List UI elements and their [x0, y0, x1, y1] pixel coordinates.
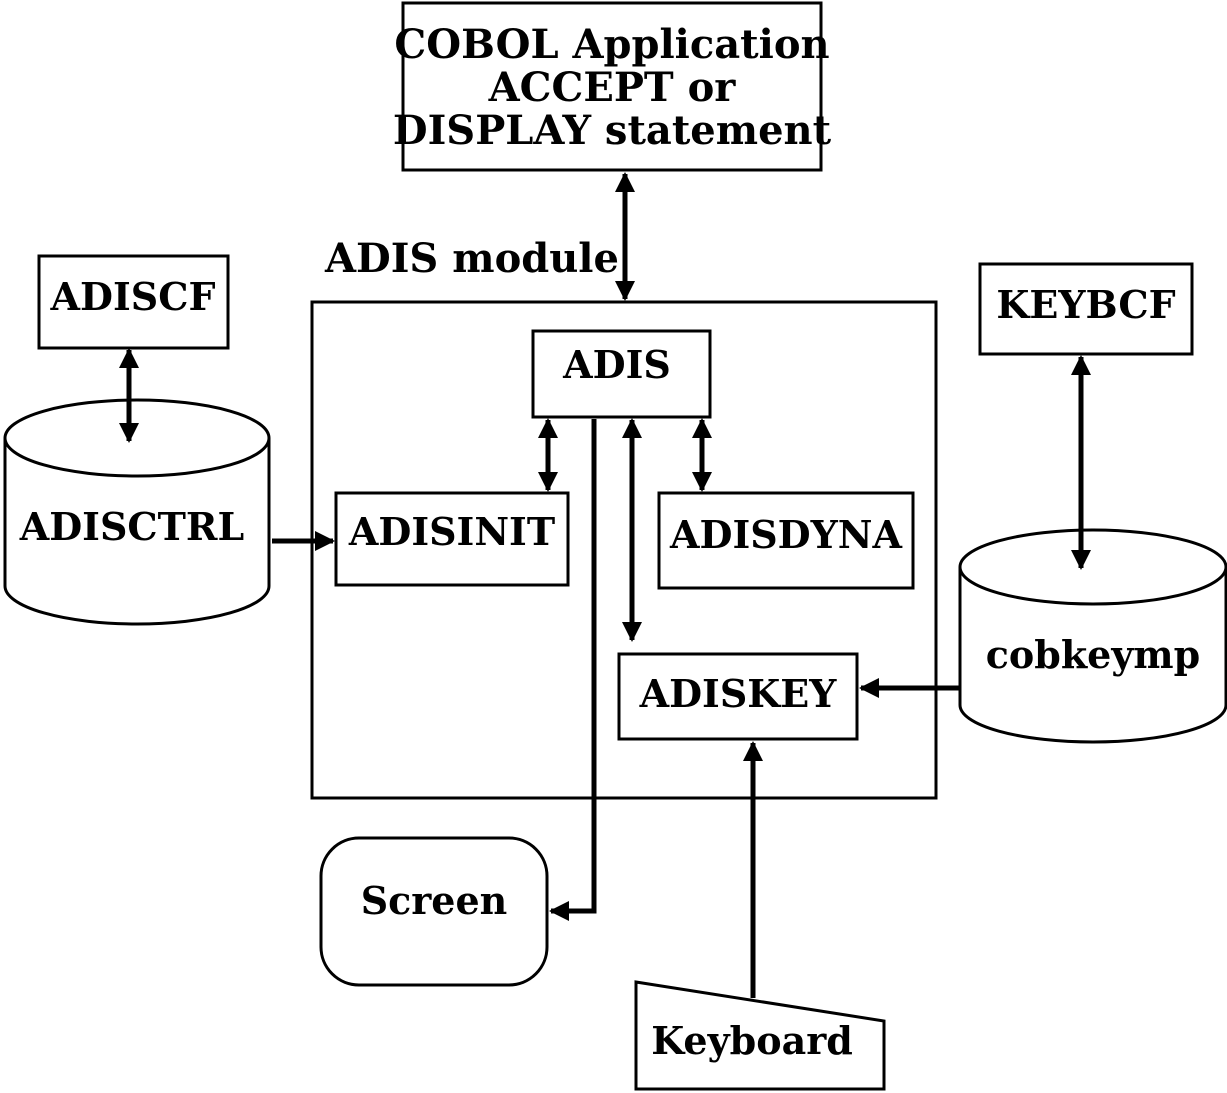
cobol-application-box: COBOL Application ACCEPT or DISPLAY stat…	[393, 1, 832, 172]
cobkeymp-label: cobkeymp	[986, 632, 1200, 677]
adiskey-label: ADISKEY	[639, 671, 838, 716]
adisinit-label: ADISINIT	[348, 509, 555, 554]
cobol-application-label-line1: COBOL Application	[394, 21, 829, 68]
adiscf-label: ADISCF	[50, 274, 216, 319]
keyboard-shape: Keyboard	[634, 980, 886, 1091]
screen-label: Screen	[361, 878, 508, 923]
adis-module-label: ADIS module	[324, 235, 619, 282]
adisctrl-cylinder: ADISCTRL	[3, 398, 271, 626]
arrow-adis-screen	[549, 419, 597, 921]
keybcf-box: KEYBCF	[978, 262, 1194, 356]
adisinit-box: ADISINIT	[334, 491, 570, 587]
adisdyna-label: ADISDYNA	[669, 512, 902, 557]
keybcf-label: KEYBCF	[996, 282, 1175, 327]
adisctrl-label: ADISCTRL	[19, 504, 244, 549]
screen-box: Screen	[319, 836, 549, 987]
adiscf-box: ADISCF	[37, 254, 230, 350]
adisdyna-box: ADISDYNA	[657, 491, 915, 590]
keyboard-label: Keyboard	[651, 1018, 853, 1063]
adis-box: ADIS	[531, 329, 712, 419]
cobol-application-label-line3: DISPLAY statement	[393, 107, 832, 154]
adiskey-box: ADISKEY	[617, 652, 859, 741]
cobol-application-label-line2: ACCEPT or	[488, 64, 737, 111]
adis-label: ADIS	[562, 342, 671, 387]
cobkeymp-cylinder: cobkeymp	[958, 528, 1227, 744]
